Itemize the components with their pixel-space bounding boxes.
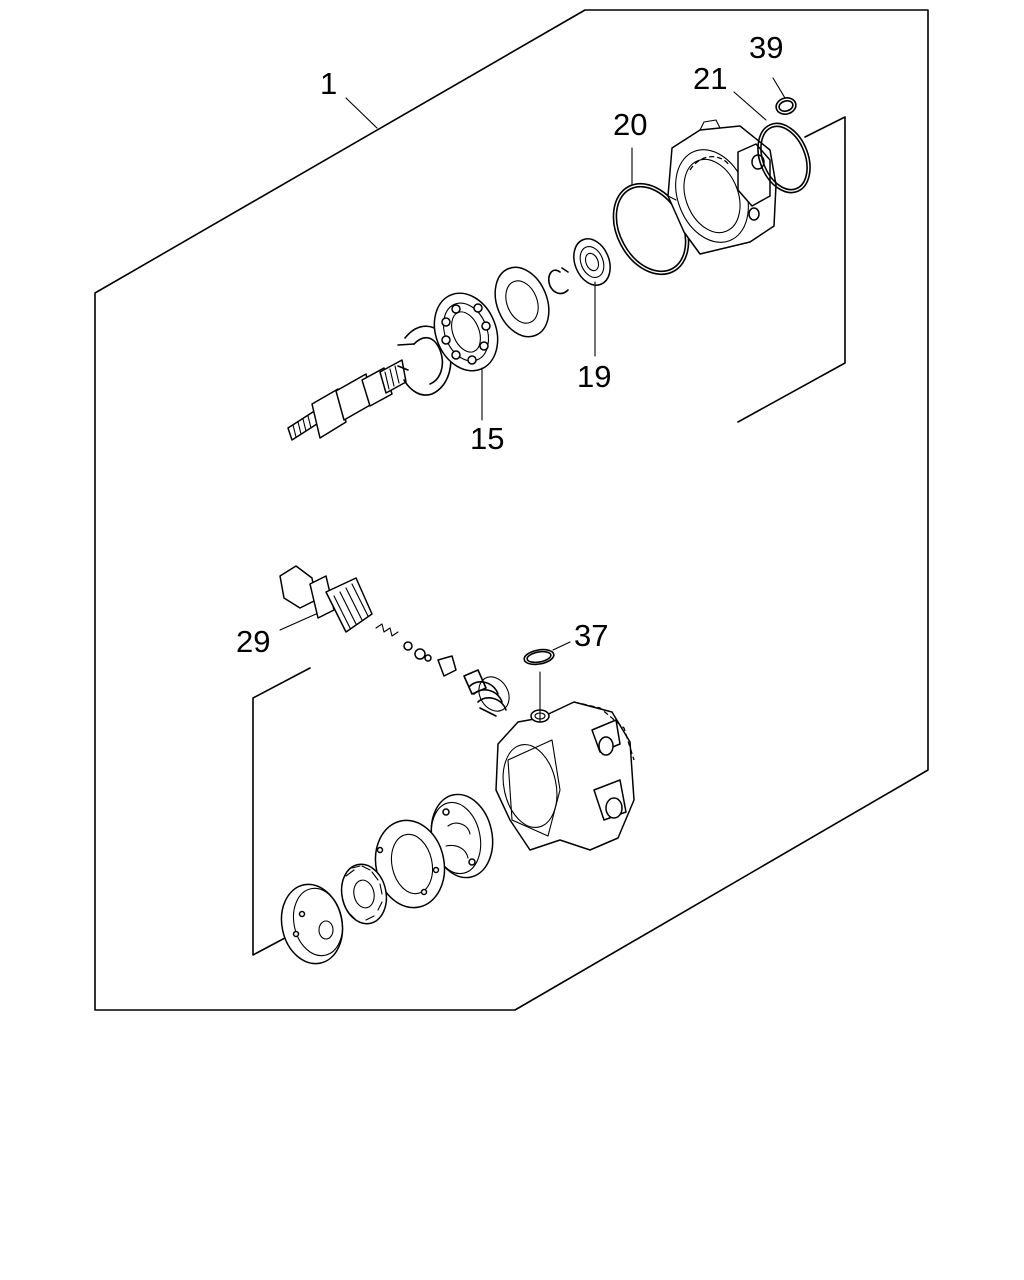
cover-o-ring xyxy=(757,122,811,194)
assembly-outline xyxy=(94,9,929,1011)
small-circlip xyxy=(547,267,569,295)
small-o-ring xyxy=(775,97,797,115)
cam-ring xyxy=(374,819,446,909)
part-label-37: 37 xyxy=(574,618,608,653)
part-label-1: 1 xyxy=(320,66,337,101)
part-label-19: 19 xyxy=(577,359,611,394)
snap-ring xyxy=(397,325,452,396)
part-label-20: 20 xyxy=(613,107,647,142)
seal-ring xyxy=(523,648,555,666)
leader-line-37 xyxy=(552,641,571,651)
rotor-with-vanes xyxy=(340,863,388,925)
part-label-15: 15 xyxy=(470,421,504,456)
side-plate xyxy=(430,793,494,879)
pump-body xyxy=(495,671,635,851)
rear-cover-plate xyxy=(280,883,344,965)
flow-control-valve xyxy=(279,565,373,633)
valve-spring xyxy=(463,669,510,717)
part-label-21: 21 xyxy=(693,61,727,96)
upper-subgroup-bracket xyxy=(737,116,846,423)
lower-subgroup-bracket xyxy=(252,667,311,956)
small-bearing xyxy=(573,238,611,286)
part-label-39: 39 xyxy=(749,30,783,65)
leader-line-21 xyxy=(733,91,767,121)
part-label-29: 29 xyxy=(236,624,270,659)
leader-line-29 xyxy=(279,613,317,631)
main-ball-bearing xyxy=(433,292,499,372)
leader-line-39 xyxy=(772,77,786,99)
drive-shaft xyxy=(287,359,407,441)
leader-line-1 xyxy=(345,97,378,129)
thrust-plate xyxy=(494,266,550,338)
relief-spring-small xyxy=(375,623,457,677)
